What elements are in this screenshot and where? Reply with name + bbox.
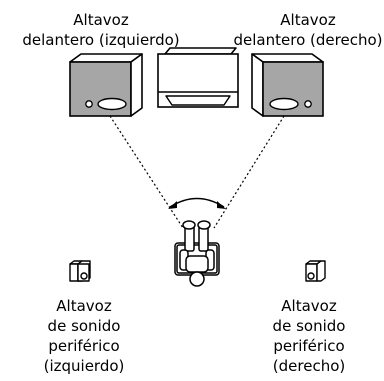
surround-right-speaker-label: Altavoz de sonido periférico (derecho): [273, 296, 346, 376]
front-left-speaker-icon: [69, 53, 143, 117]
front-left-speaker-label: Altavoz delantero (izquierdo): [22, 10, 179, 50]
front-right-label-line-2: delantero (derecho): [233, 31, 383, 49]
surround-left-label-line-4: (izquierdo): [43, 357, 125, 375]
surround-left-speaker-label: Altavoz de sonido periférico (izquierdo): [44, 296, 125, 376]
front-right-speaker-label: Altavoz delantero (derecho): [234, 10, 383, 50]
surround-right-label-line-1: Altavoz: [281, 297, 337, 315]
surround-right-label-line-2: de sonido: [272, 317, 346, 335]
surround-left-label-line-1: Altavoz: [56, 297, 112, 315]
front-right-label-line-1: Altavoz: [280, 11, 336, 29]
front-left-sound-line: [109, 115, 184, 229]
surround-right-label-line-4: (derecho): [272, 357, 346, 375]
surround-left-speaker-icon: [69, 260, 91, 282]
front-right-sound-line: [213, 115, 285, 229]
front-left-label-line-1: Altavoz: [73, 11, 129, 29]
listener-icon: [174, 220, 220, 287]
surround-left-label-line-3: periférico: [48, 337, 120, 355]
surround-left-label-line-2: de sonido: [47, 317, 121, 335]
listening-angle-arc: [168, 197, 226, 209]
front-right-speaker-icon: [251, 53, 324, 117]
front-left-label-line-2: delantero (izquierdo): [22, 31, 180, 49]
surround-right-label-line-3: periférico: [273, 337, 345, 355]
surround-right-speaker-icon: [305, 260, 326, 282]
center-speaker-icon: [157, 47, 239, 108]
